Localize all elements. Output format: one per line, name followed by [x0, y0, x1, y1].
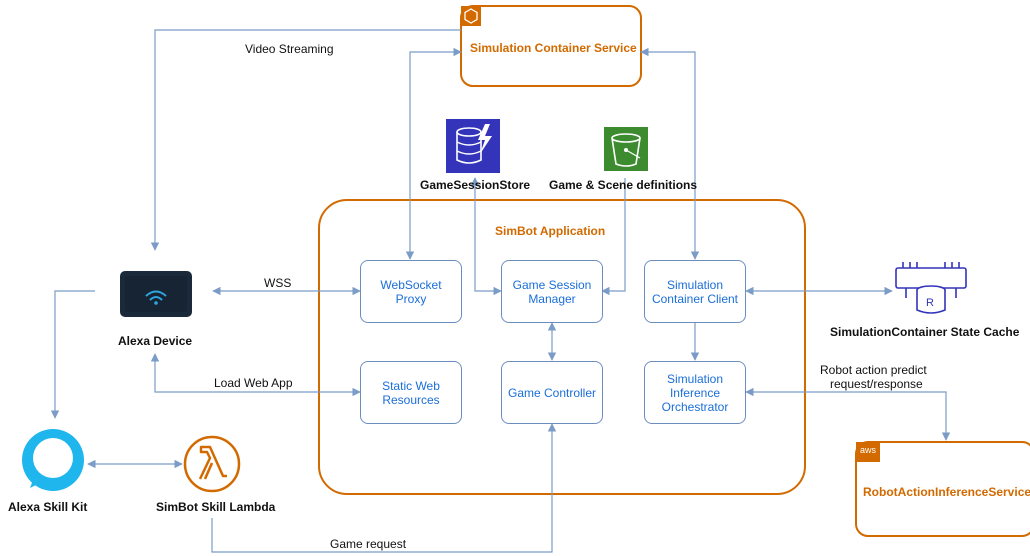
s3-bucket-icon: [604, 127, 648, 171]
static-web-resources-box: Static Web Resources: [360, 361, 462, 424]
simulation-container-client-box: Simulation Container Client: [644, 260, 746, 323]
load-web-app-label: Load Web App: [214, 376, 293, 390]
edge-device-skillkit: [50, 290, 95, 419]
robot-action-inference-service-label: RobotActionInferenceService: [863, 485, 1030, 499]
state-cache-icon: R: [895, 262, 967, 314]
robot-action-inference-service-box: [855, 441, 1030, 537]
edge-video-streaming: [150, 29, 461, 251]
edge-service-client: [640, 47, 700, 260]
simulation-container-service-label: Simulation Container Service: [470, 41, 637, 55]
aws-badge-bg: [856, 442, 880, 462]
simulation-container-service-box: [460, 5, 642, 87]
edge-game-request: [211, 423, 557, 553]
simulation-container-client-label: Simulation Container Client: [651, 277, 739, 306]
simulation-service-icon: [461, 6, 481, 26]
edge-store-manager: [470, 177, 502, 296]
edge-definitions-manager: [601, 178, 626, 296]
websocket-proxy-box: WebSocket Proxy: [360, 260, 462, 323]
game-scene-definitions-label: Game & Scene definitions: [549, 178, 698, 192]
websocket-proxy-label: WebSocket Proxy: [380, 277, 442, 306]
video-streaming-label: Video Streaming: [245, 42, 334, 56]
edge-load-web-app: [150, 353, 361, 397]
game-session-manager-box: Game Session Manager: [501, 260, 603, 323]
game-session-manager-label: Game Session Manager: [512, 277, 592, 306]
alexa-skill-kit-label: Alexa Skill Kit: [8, 500, 88, 514]
alexa-device-label: Alexa Device: [118, 334, 193, 348]
dynamodb-icon: [446, 119, 500, 173]
simulation-inference-orchestrator-label: Simulation Inference Orchestrator: [661, 371, 729, 414]
game-request-label: Game request: [330, 537, 407, 551]
svg-text:R: R: [926, 297, 934, 309]
wss-label: WSS: [264, 276, 292, 290]
robot-action-label-line2: request/response: [830, 377, 923, 391]
robot-action-label-line1: Robot action predict: [820, 363, 927, 377]
alexa-device-icon: [120, 271, 192, 317]
aws-badge-text: aws: [860, 445, 877, 455]
simbot-application-title: SimBot Application: [495, 224, 606, 238]
alexa-skill-kit-icon: [22, 429, 84, 491]
lambda-icon: [183, 435, 241, 493]
static-web-resources-label: Static Web Resources: [382, 378, 440, 407]
edge-service-websocket: [405, 47, 462, 260]
simbot-application-container: [318, 199, 806, 495]
game-controller-label: Game Controller: [507, 385, 597, 400]
simbot-skill-lambda-label: SimBot Skill Lambda: [156, 500, 276, 514]
game-session-store-label: GameSessionStore: [420, 178, 531, 192]
state-cache-label: SimulationContainer State Cache: [830, 325, 1020, 339]
game-controller-box: Game Controller: [501, 361, 603, 424]
simulation-inference-orchestrator-box: Simulation Inference Orchestrator: [644, 361, 746, 424]
edge-orchestrator-inference: [745, 387, 951, 441]
